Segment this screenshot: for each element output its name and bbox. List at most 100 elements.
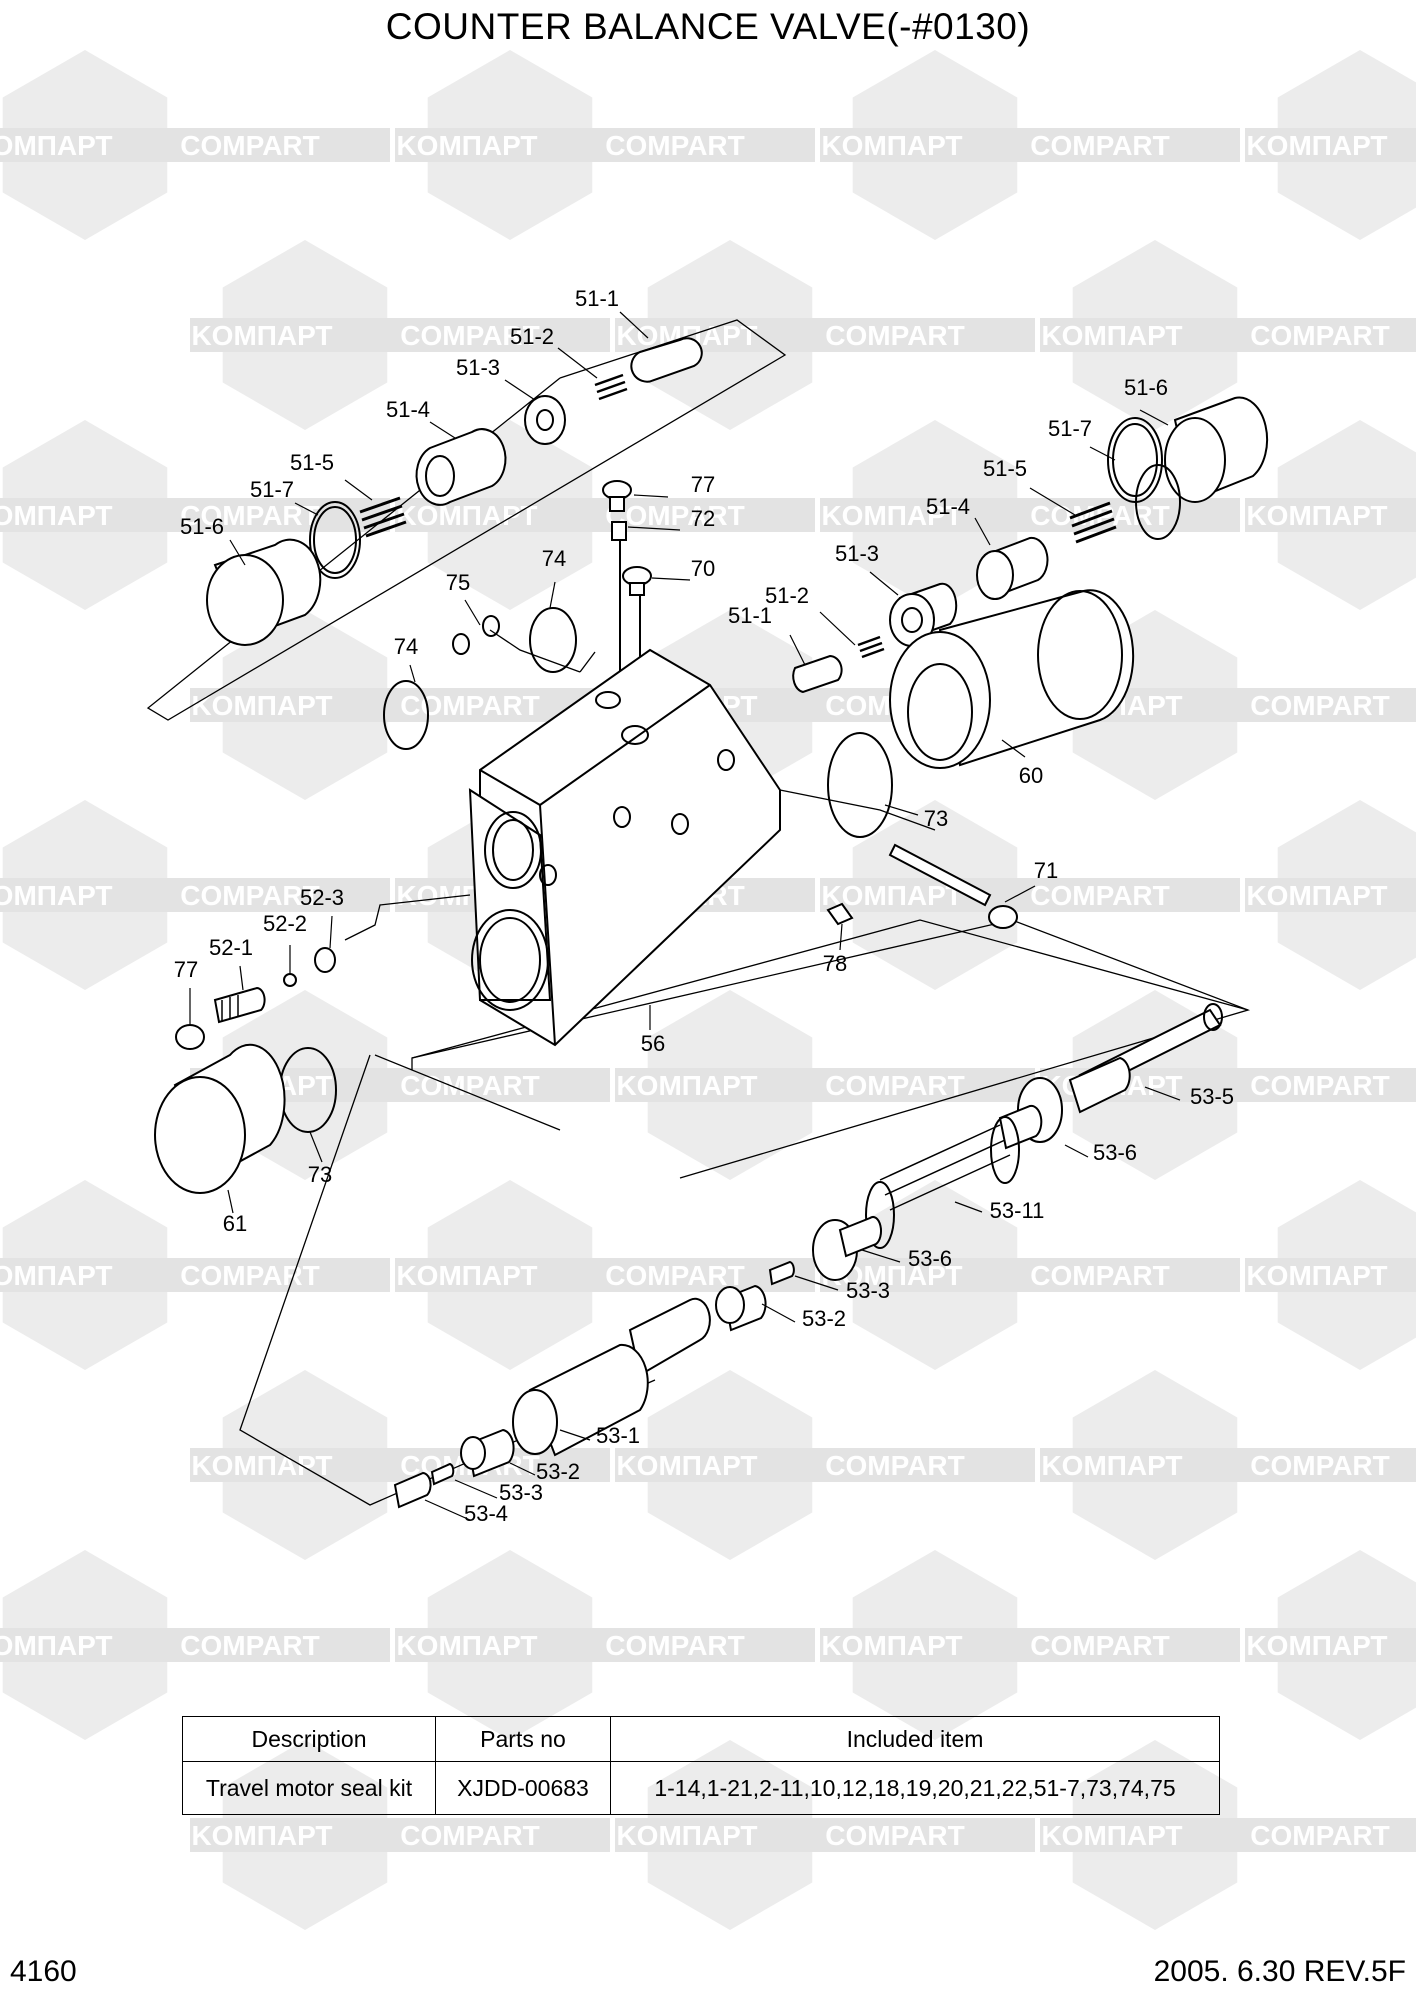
callout-label: 51-4 bbox=[926, 494, 970, 519]
watermark-text: COMPART bbox=[1250, 1070, 1389, 1101]
watermark-text: KOMПАРТ bbox=[821, 130, 962, 161]
watermark-text: COMPART bbox=[1250, 1820, 1389, 1851]
watermark-text: KOMПАРТ bbox=[191, 1450, 332, 1481]
watermark-text: KOMПАРТ bbox=[821, 1630, 962, 1661]
callout-label: 74 bbox=[394, 634, 418, 659]
callout-label: 60 bbox=[1019, 763, 1043, 788]
callout-label: 77 bbox=[691, 472, 715, 497]
leader-lines bbox=[189, 311, 1181, 1521]
watermark-text: COMPART bbox=[605, 1260, 744, 1291]
watermark-text: COMPART bbox=[605, 1630, 744, 1661]
watermark-tile: KOMПАРТ COMPART bbox=[615, 990, 1035, 1180]
watermark-text: COMPART bbox=[180, 500, 319, 531]
callout-label: 52-1 bbox=[209, 935, 253, 960]
callout-label: 53-2 bbox=[802, 1306, 846, 1331]
table-row: Travel motor seal kit XJDD-00683 1-14,1-… bbox=[182, 1761, 1220, 1815]
callout-label: 53-2 bbox=[536, 1459, 580, 1484]
callout-label: 53-6 bbox=[908, 1246, 952, 1271]
cell-description: Travel motor seal kit bbox=[182, 1761, 436, 1815]
watermark-text: COMPART bbox=[180, 1630, 319, 1661]
callout-label: 51-4 bbox=[386, 397, 430, 422]
watermark-tile: KOMПАРТ COMPART bbox=[395, 50, 815, 240]
watermark-text: KOMПАРТ bbox=[396, 130, 537, 161]
watermark-text: KOMПАРТ bbox=[191, 1820, 332, 1851]
watermark-text: COMPART bbox=[825, 1450, 964, 1481]
callout-label: 53-4 bbox=[464, 1501, 508, 1526]
watermark-text: KOMПАРТ bbox=[1246, 1630, 1387, 1661]
callout-label: 52-3 bbox=[300, 885, 344, 910]
watermark-text: COMPART bbox=[1250, 320, 1389, 351]
callout-label: 53-6 bbox=[1093, 1140, 1137, 1165]
column-header-description: Description bbox=[182, 1716, 436, 1762]
callout-label: 61 bbox=[223, 1211, 247, 1236]
callout-label: 73 bbox=[924, 806, 948, 831]
watermark-tile: KOMПАРТ COMPART bbox=[395, 1550, 815, 1740]
watermark-text: KOMПАРТ bbox=[0, 1630, 113, 1661]
callout-label: 51-7 bbox=[1048, 416, 1092, 441]
watermark-tile: KOMПАРТ COMPART bbox=[0, 1550, 390, 1740]
watermark-text: KOMПАРТ bbox=[1041, 1450, 1182, 1481]
watermark-text: COMPART bbox=[400, 1820, 539, 1851]
watermark-text: KOMПАРТ bbox=[396, 1630, 537, 1661]
callout-label: 51-6 bbox=[180, 514, 224, 539]
watermark-text: COMPART bbox=[1030, 880, 1169, 911]
watermark-text: COMPART bbox=[825, 1070, 964, 1101]
watermark-text: KOMПАРТ bbox=[1041, 1820, 1182, 1851]
watermark-text: COMPART bbox=[1030, 1260, 1169, 1291]
watermark-text: KOMПАРТ bbox=[0, 1260, 113, 1291]
callout-label: 51-3 bbox=[835, 541, 879, 566]
callout-label: 77 bbox=[174, 957, 198, 982]
cell-parts-no: XJDD-00683 bbox=[435, 1761, 611, 1815]
page-title: COUNTER BALANCE VALVE(-#0130) bbox=[385, 6, 1031, 47]
watermark-text: COMPART bbox=[180, 130, 319, 161]
small-plugs bbox=[602, 480, 652, 710]
callout-label: 75 bbox=[446, 570, 470, 595]
watermark-text: COMPART bbox=[180, 880, 319, 911]
lower-spool-group bbox=[393, 1003, 1223, 1509]
watermark-text: KOMПАРТ bbox=[616, 1450, 757, 1481]
watermark-text: COMPART bbox=[825, 320, 964, 351]
watermark-text: COMPART bbox=[400, 320, 539, 351]
watermark-text: COMPART bbox=[1250, 1450, 1389, 1481]
watermark-text: KOMПАРТ bbox=[616, 1070, 757, 1101]
callout-label: 53-1 bbox=[596, 1423, 640, 1448]
callout-label: 78 bbox=[823, 951, 847, 976]
callout-label: 51-7 bbox=[250, 477, 294, 502]
callout-label: 53-3 bbox=[846, 1278, 890, 1303]
column-header-included-item: Included item bbox=[610, 1716, 1220, 1762]
callout-label: 70 bbox=[691, 556, 715, 581]
sleeve-cylinder bbox=[889, 589, 1135, 769]
page-number: 4160 bbox=[10, 1955, 77, 1988]
watermark-text: KOMПАРТ bbox=[821, 880, 962, 911]
callout-label: 53-11 bbox=[990, 1198, 1045, 1223]
watermark-text: COMPART bbox=[605, 130, 744, 161]
left-plug-group bbox=[154, 947, 336, 1194]
callout-label: 53-3 bbox=[499, 1480, 543, 1505]
callout-label: 56 bbox=[641, 1031, 665, 1056]
right-valve-group bbox=[792, 396, 1269, 694]
watermark-tile: KOMПАРТ COMPART bbox=[615, 1370, 1035, 1560]
watermark-text: KOMПАРТ bbox=[1246, 1260, 1387, 1291]
callout-label: 52-2 bbox=[263, 911, 307, 936]
callout-label: 51-2 bbox=[510, 324, 554, 349]
callout-label: 74 bbox=[542, 546, 566, 571]
callout-label: 53-5 bbox=[1190, 1084, 1234, 1109]
valve-body bbox=[468, 648, 781, 1047]
watermark-text: COMPART bbox=[825, 1820, 964, 1851]
watermark-text: KOMПАРТ bbox=[1246, 500, 1387, 531]
callout-label: 51-5 bbox=[290, 450, 334, 475]
